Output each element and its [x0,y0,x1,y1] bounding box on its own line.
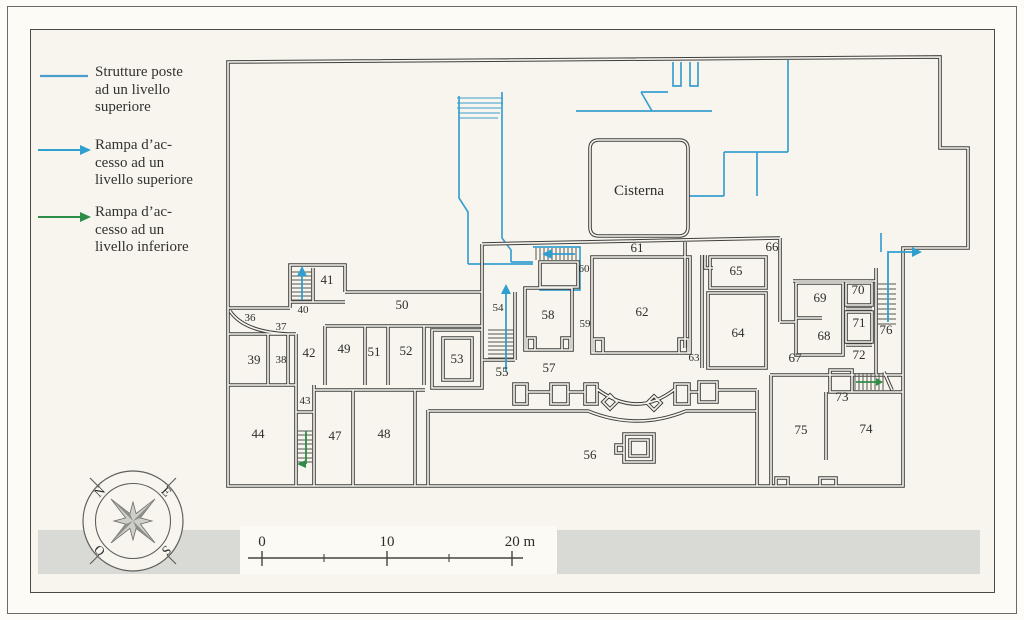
room-label-36: 36 [245,312,257,324]
room-label-51: 51 [368,344,381,359]
room-label-38: 38 [276,354,288,366]
scale-bar: 0 10 20 m [248,534,536,566]
legend-item-ramp-down-label: Rampa d’ac- cesso ad un livello inferior… [95,204,189,255]
compass-rose: N E S O [82,470,184,572]
ramp-arrow-up-40-head [297,266,307,276]
room-label-57: 57 [543,360,557,375]
room-label-43: 43 [300,395,312,407]
ramp-down-arrow-icon-head [80,212,91,222]
room-label-49: 49 [338,341,351,356]
plan-wall-cavity [227,56,969,487]
upper-structure-east-block [689,60,882,252]
room-label-65: 65 [730,263,743,278]
room-label-55: 55 [496,364,509,379]
room-label-75: 75 [795,422,808,437]
scale-label-0: 0 [258,534,266,550]
room-label-68: 68 [818,328,831,343]
legend-item-ramp-up-label: Rampa d’ac- cesso ad un livello superior… [95,137,193,188]
stairs-76-hatch [877,283,896,325]
legend-item-upper-structures-label: Strutture poste ad un livello superiore [95,64,183,115]
room-label-60: 60 [579,263,591,275]
cisterna-label: Cisterna [614,183,664,199]
room-label-71: 71 [853,315,866,330]
room-label-53: 53 [451,351,464,366]
ramp-arrow-right-73-head [876,378,883,386]
plan-walls [226,55,970,488]
room-label-74: 74 [860,421,874,436]
room-label-59: 59 [580,318,592,330]
ramp-up-arrow-icon-head [80,145,91,155]
room-label-52: 52 [400,343,413,358]
plate-inner-frame [30,29,995,593]
ramp-arrow-left-60-head [542,249,552,259]
scale-label-20m: 20 m [505,534,536,550]
room-label-54: 54 [493,302,505,314]
room-label-76: 76 [880,322,894,337]
ramp-arrow-up-54-head [501,284,511,294]
room-label-37: 37 [276,321,288,333]
room-label-58: 58 [542,307,555,322]
scale-label-10: 10 [380,534,395,550]
legend-swatches [38,74,91,222]
room-label-48: 48 [378,426,391,441]
ramp-arrow-down-44-head [297,460,306,468]
room-label-66: 66 [766,239,780,254]
ramp-arrows [297,247,922,468]
room-label-62: 62 [636,304,649,319]
room-label-41: 41 [321,272,334,287]
room-label-47: 47 [329,428,343,443]
stairs-54-hatch [488,329,514,359]
compass-ticks [89,477,177,565]
upper-structure-north-prongs [672,62,699,87]
upper-structure-stair-hatch [457,97,503,119]
room-label-56: 56 [584,447,598,462]
ramp-arrow-exit-76 [887,251,912,322]
scale-bar-major-ticks [261,551,513,566]
room-label-72: 72 [853,347,866,362]
room-label-50: 50 [396,297,409,312]
room-label-61: 61 [631,240,644,255]
room-label-44: 44 [252,426,266,441]
room-label-67: 67 [789,350,803,365]
room-label-70: 70 [852,282,865,297]
room-label-69: 69 [814,290,827,305]
stairs-44-hatch [297,430,313,463]
room-labels: 36 37 38 39 40 41 42 43 44 47 48 49 50 51 52 53 54 55 56 57… [245,239,894,462]
room-label-39: 39 [248,352,261,367]
compass-star-shading [111,499,155,543]
room-label-63: 63 [689,352,701,364]
ramp-arrow-exit-76-head [912,247,922,257]
room-label-40: 40 [298,304,310,316]
upper-structure-north-corridor [576,91,712,112]
room-label-73: 73 [836,389,849,404]
room-label-42: 42 [303,345,316,360]
scale-bar-minor-ticks [323,554,450,562]
scale-bar-background [240,526,557,574]
room-label-64: 64 [732,325,746,340]
